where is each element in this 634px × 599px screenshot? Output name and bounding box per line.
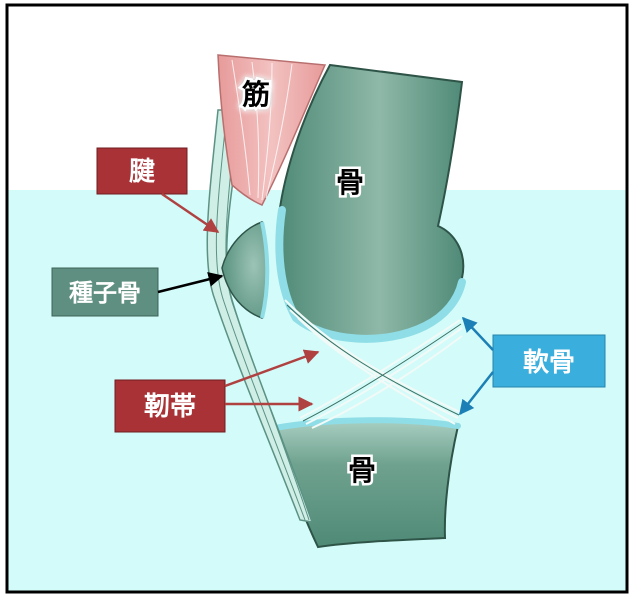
sesamoid-cartilage <box>260 221 270 319</box>
upper-bone-label: 骨 <box>336 166 364 199</box>
sesamoid-arrow <box>157 271 224 294</box>
ligaments <box>284 299 463 429</box>
cartilage-label: 軟骨 <box>523 347 575 378</box>
sesamoid-label: 種子骨 <box>69 279 141 307</box>
ligament-arrow-upper <box>224 349 320 388</box>
frame-border <box>5 3 629 594</box>
cartilage-arrow-upper <box>461 316 494 351</box>
lower-cartilage <box>272 417 461 431</box>
tendon-label-box: 腱 <box>96 147 188 195</box>
muscle <box>217 54 327 206</box>
cartilage-arrow-lower <box>459 371 494 416</box>
cartilage-label-box: 軟骨 <box>492 334 606 388</box>
sesamoid-label-box: 種子骨 <box>51 267 159 317</box>
tendon <box>206 109 314 523</box>
tendon-arrow <box>161 192 220 234</box>
muscle-label: 筋 <box>242 78 270 111</box>
ligament-label: 靭帯 <box>144 392 196 422</box>
ligament-label-box: 靭帯 <box>114 379 226 433</box>
lower-bone-label: 骨 <box>348 454 376 487</box>
upper-cartilage <box>275 206 466 343</box>
tendon-label: 腱 <box>129 157 155 187</box>
